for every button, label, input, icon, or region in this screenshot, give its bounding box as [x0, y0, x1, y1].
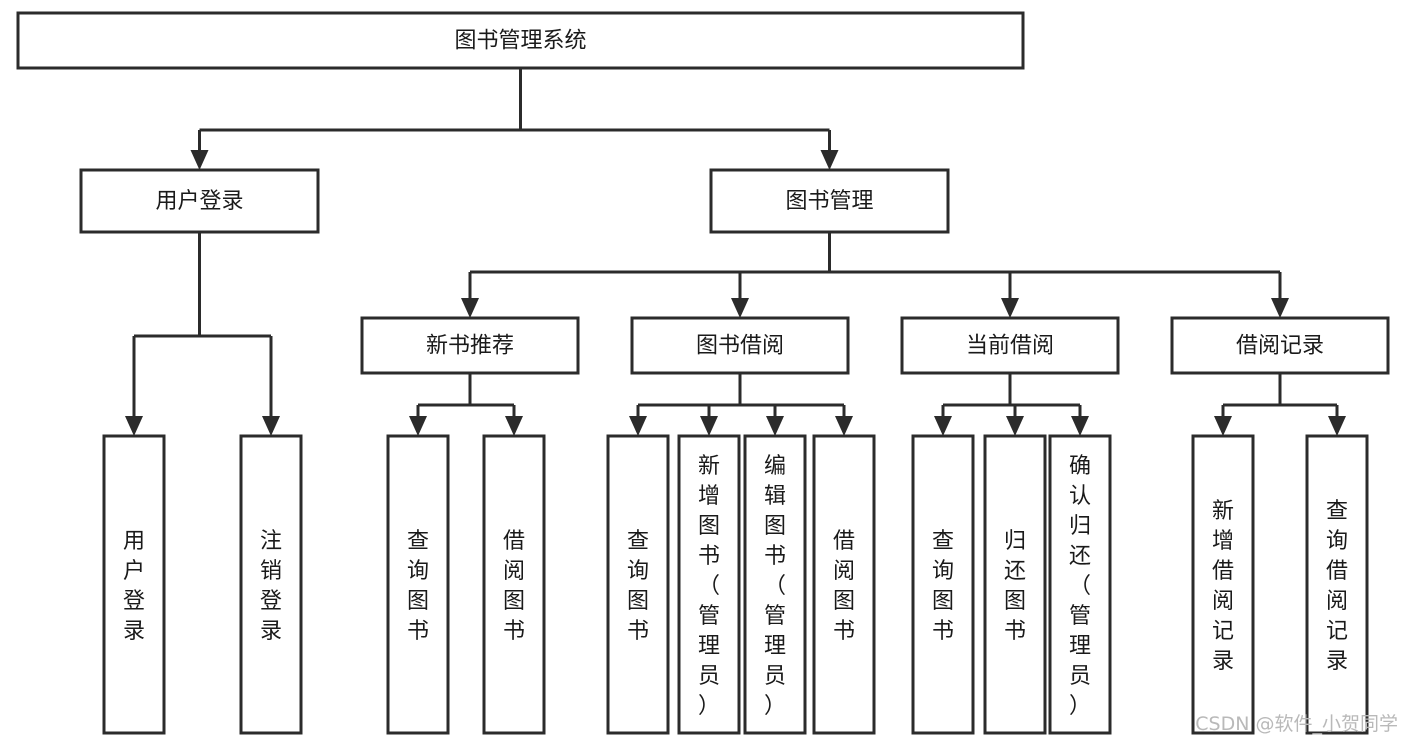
- node-leaf-borrow-book-1[interactable]: 借阅图书: [482, 434, 546, 735]
- node-leaf-query-book-2-label: 查询图书: [627, 529, 649, 644]
- node-leaf-add-book[interactable]: 新增图书（管理员）: [677, 434, 741, 735]
- node-current-borrow-box[interactable]: [900, 316, 1120, 375]
- arrow-head-icon: [731, 298, 749, 318]
- node-leaf-confirm-return[interactable]: 确认归还（管理员）: [1048, 434, 1112, 735]
- arrow-head-icon: [766, 416, 784, 436]
- arrow-head-icon: [1006, 416, 1024, 436]
- arrow-head-icon: [1071, 416, 1089, 436]
- node-book-manage[interactable]: 图书管理: [709, 168, 950, 234]
- node-leaf-add-borrow-record[interactable]: 新增借阅记录: [1191, 434, 1255, 735]
- node-leaf-add-book-box[interactable]: [677, 434, 741, 735]
- node-user-login-label: 用户登录: [155, 189, 243, 214]
- arrow-head-icon: [1328, 416, 1346, 436]
- node-leaf-query-borrow-record-label: 查询借阅记录: [1326, 499, 1348, 674]
- node-leaf-edit-book-box[interactable]: [743, 434, 807, 735]
- node-leaf-borrow-book-2-label: 借阅图书: [833, 529, 855, 644]
- arrow-head-icon: [409, 416, 427, 436]
- node-leaf-query-book-3-label: 查询图书: [932, 529, 954, 644]
- arrow-head-icon: [700, 416, 718, 436]
- node-leaf-return-book-label: 归还图书: [1004, 529, 1026, 644]
- node-borrow-record-box[interactable]: [1170, 316, 1390, 375]
- node-book-manage-label: 图书管理: [785, 189, 873, 214]
- connector-layer: [125, 68, 1346, 436]
- arrow-head-icon: [505, 416, 523, 436]
- node-current-borrow[interactable]: 当前借阅: [900, 316, 1120, 375]
- node-new-book-recommend[interactable]: 新书推荐: [360, 316, 580, 375]
- node-leaf-edit-book-label: 编辑图书（管理员）: [764, 454, 786, 719]
- node-leaf-query-book-2[interactable]: 查询图书: [606, 434, 670, 735]
- arrow-head-icon: [125, 416, 143, 436]
- node-current-borrow-label: 当前借阅: [966, 334, 1054, 359]
- node-leaf-query-book-1[interactable]: 查询图书: [386, 434, 450, 735]
- arrow-head-icon: [461, 298, 479, 318]
- node-leaf-query-book-3[interactable]: 查询图书: [911, 434, 975, 735]
- node-leaf-query-borrow-record-box[interactable]: [1305, 434, 1369, 735]
- node-leaf-borrow-book-1-label: 借阅图书: [503, 529, 525, 644]
- node-root-label: 图书管理系统: [454, 29, 586, 54]
- arrow-head-icon: [820, 150, 839, 170]
- watermark-text: CSDN @软件_小贺同学: [1195, 713, 1398, 735]
- arrow-head-icon: [629, 416, 647, 436]
- node-leaf-logout-login-label: 注销登录: [260, 529, 282, 644]
- node-leaf-query-book-1-box[interactable]: [386, 434, 450, 735]
- node-leaf-logout-login[interactable]: 注销登录: [239, 434, 303, 735]
- node-borrow-record[interactable]: 借阅记录: [1170, 316, 1390, 375]
- arrow-head-icon: [1214, 416, 1232, 436]
- node-leaf-add-borrow-record-label: 新增借阅记录: [1212, 499, 1234, 674]
- arrow-head-icon: [190, 150, 209, 170]
- node-leaf-user-login-label: 用户登录: [123, 529, 145, 644]
- node-new-book-recommend-label: 新书推荐: [426, 334, 514, 359]
- node-borrow-record-label: 借阅记录: [1236, 334, 1324, 359]
- node-root-box[interactable]: [16, 11, 1025, 70]
- node-user-login[interactable]: 用户登录: [79, 168, 320, 234]
- node-leaf-user-login-box[interactable]: [102, 434, 166, 735]
- node-book-borrow[interactable]: 图书借阅: [630, 316, 850, 375]
- node-leaf-borrow-book-2-box[interactable]: [812, 434, 876, 735]
- arrow-head-icon: [1271, 298, 1289, 318]
- node-book-borrow-box[interactable]: [630, 316, 850, 375]
- node-book-manage-box[interactable]: [709, 168, 950, 234]
- node-user-login-box[interactable]: [79, 168, 320, 234]
- node-leaf-edit-book[interactable]: 编辑图书（管理员）: [743, 434, 807, 735]
- node-leaf-query-borrow-record[interactable]: 查询借阅记录: [1305, 434, 1369, 735]
- node-leaf-return-book[interactable]: 归还图书: [983, 434, 1047, 735]
- arrow-head-icon: [934, 416, 952, 436]
- node-leaf-add-book-label: 新增图书（管理员）: [698, 454, 720, 719]
- node-leaf-borrow-book-1-box[interactable]: [482, 434, 546, 735]
- node-leaf-confirm-return-box[interactable]: [1048, 434, 1112, 735]
- node-leaf-query-book-1-label: 查询图书: [407, 529, 429, 644]
- node-leaf-return-book-box[interactable]: [983, 434, 1047, 735]
- node-root[interactable]: 图书管理系统: [16, 11, 1025, 70]
- arrow-head-icon: [1001, 298, 1019, 318]
- node-layer: 图书管理系统用户登录图书管理新书推荐图书借阅当前借阅借阅记录用户登录注销登录查询…: [16, 11, 1390, 735]
- node-leaf-query-book-2-box[interactable]: [606, 434, 670, 735]
- node-book-borrow-label: 图书借阅: [696, 334, 784, 359]
- arrow-head-icon: [835, 416, 853, 436]
- node-leaf-add-borrow-record-box[interactable]: [1191, 434, 1255, 735]
- node-leaf-logout-login-box[interactable]: [239, 434, 303, 735]
- node-new-book-recommend-box[interactable]: [360, 316, 580, 375]
- arrow-head-icon: [262, 416, 280, 436]
- node-leaf-user-login[interactable]: 用户登录: [102, 434, 166, 735]
- node-leaf-borrow-book-2[interactable]: 借阅图书: [812, 434, 876, 735]
- node-leaf-query-book-3-box[interactable]: [911, 434, 975, 735]
- node-leaf-confirm-return-label: 确认归还（管理员）: [1069, 454, 1091, 719]
